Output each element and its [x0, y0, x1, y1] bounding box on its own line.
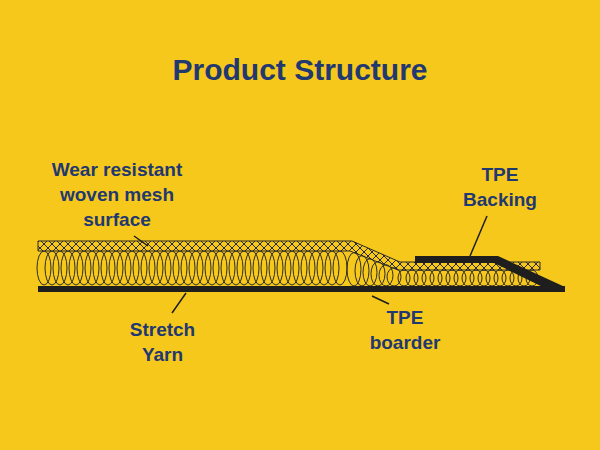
yarn-loop: [77, 251, 91, 285]
yarn-loop: [109, 251, 123, 285]
yarn-loop: [37, 251, 51, 285]
part-label: TPE boarder: [360, 305, 450, 355]
yarn-loop: [379, 265, 393, 286]
woven-mesh-surface: [38, 241, 540, 270]
yarn-loop: [285, 251, 299, 285]
yarn-loop: [293, 251, 307, 285]
yarn-loop: [165, 251, 179, 285]
leader-line: [470, 216, 487, 256]
yarn-loop: [221, 251, 235, 285]
yarn-loop: [69, 251, 83, 285]
leader-line: [172, 293, 186, 313]
yarn-loop: [117, 251, 131, 285]
part-label: TPE Backing: [455, 162, 545, 212]
yarn-loop: [157, 251, 171, 285]
base-layer: [38, 286, 565, 292]
leader-line: [372, 296, 389, 304]
part-label: Wear resistant woven mesh surface: [32, 157, 202, 232]
leader-lines: [134, 216, 487, 313]
yarn-loop: [85, 251, 99, 285]
yarn-loop: [325, 251, 339, 285]
yarn-loop: [229, 251, 243, 285]
leader-line: [134, 236, 148, 246]
yarn-loop: [317, 251, 331, 285]
yarn-loop: [269, 251, 283, 285]
yarn-loop: [301, 251, 315, 285]
yarn-loop: [197, 251, 211, 285]
yarn-loop: [133, 251, 147, 285]
yarn-loop: [261, 251, 275, 285]
yarn-loop: [245, 251, 259, 285]
yarn-loop: [333, 251, 347, 285]
title: Product Structure: [0, 52, 600, 88]
tpe-backing: [415, 256, 565, 292]
part-label: Stretch Yarn: [120, 317, 205, 367]
yarn-loop: [237, 251, 251, 285]
yarn-loop: [45, 251, 59, 285]
yarn-loop: [149, 251, 163, 285]
yarn-loop: [189, 251, 203, 285]
yarn-loop: [309, 251, 323, 285]
yarn-loop: [101, 251, 115, 285]
yarn-loop: [61, 251, 75, 285]
yarn-loop: [181, 251, 195, 285]
yarn-loop: [125, 251, 139, 285]
yarn-loop: [253, 251, 267, 285]
yarn-loop: [93, 251, 107, 285]
yarn-loop: [53, 251, 67, 285]
yarn-loop: [277, 251, 291, 285]
yarn-loop: [173, 251, 187, 285]
yarn-loop: [213, 251, 227, 285]
yarn-loop: [141, 251, 155, 285]
yarn-loop: [205, 251, 219, 285]
